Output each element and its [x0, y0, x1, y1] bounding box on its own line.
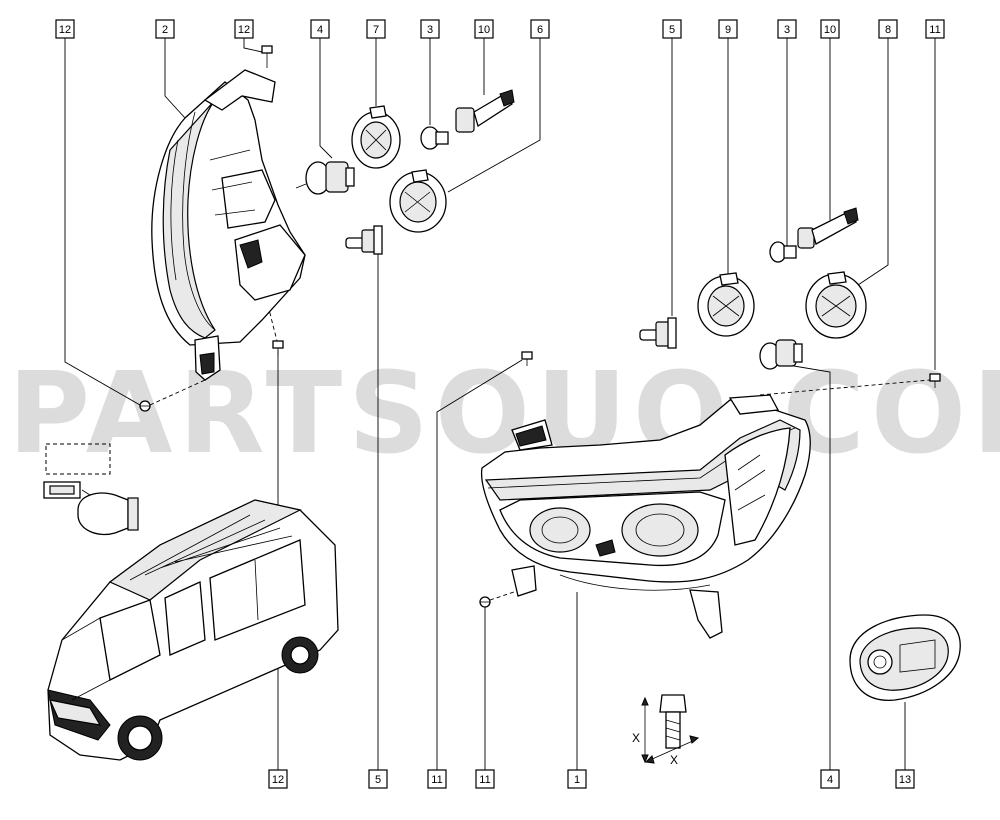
svg-text:3: 3 — [784, 24, 790, 36]
bolt-12-left — [139, 400, 151, 412]
svg-text:11: 11 — [431, 774, 442, 786]
svg-text:12: 12 — [238, 24, 250, 36]
svg-text:4: 4 — [827, 774, 833, 786]
svg-text:1: 1 — [574, 774, 580, 786]
callout-13[interactable]: 13 — [895, 769, 915, 789]
bulb-5-right — [639, 317, 677, 349]
callout-11[interactable]: 11 — [475, 769, 495, 789]
cap-7 — [351, 105, 401, 169]
left-headlamp-assembly — [151, 69, 306, 381]
callout-5[interactable]: 5 — [368, 769, 388, 789]
callout-2[interactable]: 2 — [155, 19, 175, 39]
callout-3[interactable]: 3 — [420, 19, 440, 39]
svg-text:5: 5 — [669, 24, 675, 36]
callout-4[interactable]: 4 — [820, 769, 840, 789]
svg-text:7: 7 — [373, 24, 379, 36]
bolt-12-bottom — [272, 340, 284, 356]
callout-7[interactable]: 7 — [366, 19, 386, 39]
van-illustration — [47, 499, 339, 761]
svg-text:4: 4 — [317, 24, 323, 36]
callout-8[interactable]: 8 — [878, 19, 898, 39]
callouts: 12 2 12 4 7 3 10 6 5 9 3 — [55, 19, 945, 789]
bulb-holder-10-right — [797, 207, 859, 249]
callout-4[interactable]: 4 — [310, 19, 330, 39]
svg-text:10: 10 — [478, 24, 490, 36]
callout-6[interactable]: 6 — [530, 19, 550, 39]
right-headlamp-assembly — [480, 394, 811, 639]
svg-text:6: 6 — [537, 24, 543, 36]
svg-text:12: 12 — [272, 774, 284, 786]
svg-text:9: 9 — [725, 24, 731, 36]
svg-text:3: 3 — [427, 24, 433, 36]
side-marker-lamp-13 — [849, 614, 961, 701]
dimension-label-horizontal: X — [670, 753, 678, 767]
callout-12[interactable]: 12 — [55, 19, 75, 39]
bulb-3-top — [420, 126, 449, 150]
bolt-11-bottom — [479, 596, 491, 608]
bolt-11-mid — [521, 351, 533, 366]
cap-8 — [805, 271, 867, 339]
headlamp-bulb-4-right — [759, 339, 803, 370]
callout-12[interactable]: 12 — [234, 19, 254, 39]
bolt-11-right — [929, 373, 941, 388]
callout-10[interactable]: 10 — [474, 19, 494, 39]
svg-text:11: 11 — [479, 774, 490, 786]
callout-11[interactable]: 11 — [925, 19, 945, 39]
svg-text:5: 5 — [375, 774, 381, 786]
svg-text:2: 2 — [162, 24, 168, 36]
bolt-12-top — [261, 45, 273, 68]
svg-text:8: 8 — [885, 24, 891, 36]
svg-text:13: 13 — [899, 774, 911, 786]
callout-10[interactable]: 10 — [820, 19, 840, 39]
callout-5[interactable]: 5 — [662, 19, 682, 39]
bulb-5-left — [345, 225, 383, 255]
svg-text:12: 12 — [59, 24, 71, 36]
bulb-3-right — [769, 241, 797, 263]
dimension-detail: X X — [632, 694, 700, 767]
cap-9 — [697, 272, 755, 337]
callout-11[interactable]: 11 — [427, 769, 447, 789]
dimension-label-vertical: X — [632, 731, 640, 745]
headlamp-bulb-4-top — [295, 161, 355, 195]
cap-6 — [389, 169, 447, 233]
callout-3[interactable]: 3 — [777, 19, 797, 39]
callout-9[interactable]: 9 — [718, 19, 738, 39]
side-bulb-inset — [43, 443, 139, 536]
svg-text:11: 11 — [929, 24, 940, 36]
bulb-holder-10-top — [455, 89, 515, 133]
callout-12[interactable]: 12 — [268, 769, 288, 789]
svg-text:10: 10 — [824, 24, 836, 36]
callout-1[interactable]: 1 — [567, 769, 587, 789]
